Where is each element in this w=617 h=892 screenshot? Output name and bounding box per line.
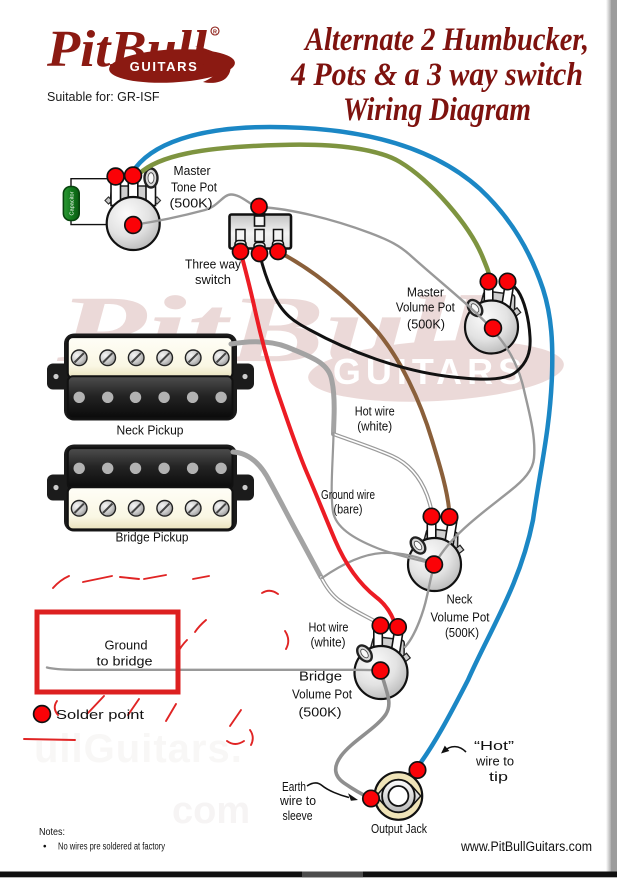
svg-text:tip: tip — [489, 769, 508, 784]
svg-text:ullGuitars.: ullGuitars. — [34, 727, 243, 771]
svg-text:(bare): (bare) — [334, 502, 363, 517]
svg-text:to bridge: to bridge — [97, 654, 153, 669]
svg-text:sleeve: sleeve — [283, 808, 313, 823]
svg-text:Neck: Neck — [447, 592, 473, 607]
svg-text:(500K): (500K) — [407, 317, 445, 332]
svg-text:Wiring Diagram: Wiring Diagram — [343, 92, 531, 128]
svg-text:Notes:: Notes: — [39, 827, 65, 838]
svg-text:Volume Pot: Volume Pot — [292, 687, 352, 702]
svg-text:(500K): (500K) — [299, 705, 342, 720]
svg-text:Ground wire: Ground wire — [321, 487, 375, 502]
svg-text:PitBull: PitBull — [46, 21, 208, 78]
svg-text:Solder point: Solder point — [56, 707, 144, 722]
svg-text:(white): (white) — [311, 635, 346, 650]
svg-text:Bridge: Bridge — [299, 669, 342, 684]
svg-text:wire to: wire to — [279, 793, 316, 808]
svg-text:Hot wire: Hot wire — [309, 620, 349, 635]
svg-text:Bridge Pickup: Bridge Pickup — [116, 530, 189, 545]
svg-text:switch: switch — [195, 272, 231, 287]
svg-text:GUITARS: GUITARS — [333, 351, 527, 392]
svg-text:GUITARS: GUITARS — [130, 59, 199, 74]
svg-text:Ground: Ground — [105, 638, 148, 653]
svg-text:wire to: wire to — [475, 754, 514, 769]
svg-text:“Hot”: “Hot” — [474, 738, 514, 753]
svg-text:com: com — [172, 790, 250, 832]
svg-text:Alternate 2 Humbucker,: Alternate 2 Humbucker, — [303, 22, 589, 58]
svg-text:Master: Master — [407, 285, 445, 300]
svg-text:Capacitor: Capacitor — [70, 191, 76, 215]
svg-text:•: • — [43, 842, 47, 853]
svg-text:(500K): (500K) — [445, 625, 479, 640]
svg-text:Output Jack: Output Jack — [371, 821, 427, 836]
svg-text:4 Pots & a 3 way switch: 4 Pots & a 3 way switch — [290, 57, 583, 93]
svg-text:Tone Pot: Tone Pot — [171, 180, 217, 195]
svg-text:Volume Pot: Volume Pot — [431, 610, 490, 625]
svg-text:No wires pre soldered at facto: No wires pre soldered at factory — [58, 842, 165, 853]
svg-text:Neck Pickup: Neck Pickup — [117, 423, 184, 438]
svg-text:Three way: Three way — [185, 257, 241, 272]
svg-text:R: R — [213, 30, 217, 36]
svg-text:(white): (white) — [357, 419, 392, 434]
svg-text:(500K): (500K) — [170, 196, 213, 211]
svg-text:Master: Master — [174, 163, 212, 178]
svg-text:Earth: Earth — [282, 779, 306, 794]
svg-text:Volume Pot: Volume Pot — [396, 300, 455, 315]
svg-text:Suitable for: GR-ISF: Suitable for: GR-ISF — [47, 90, 160, 104]
svg-text:www.PitBullGuitars.com: www.PitBullGuitars.com — [460, 839, 592, 854]
svg-text:Hot wire: Hot wire — [355, 404, 395, 419]
